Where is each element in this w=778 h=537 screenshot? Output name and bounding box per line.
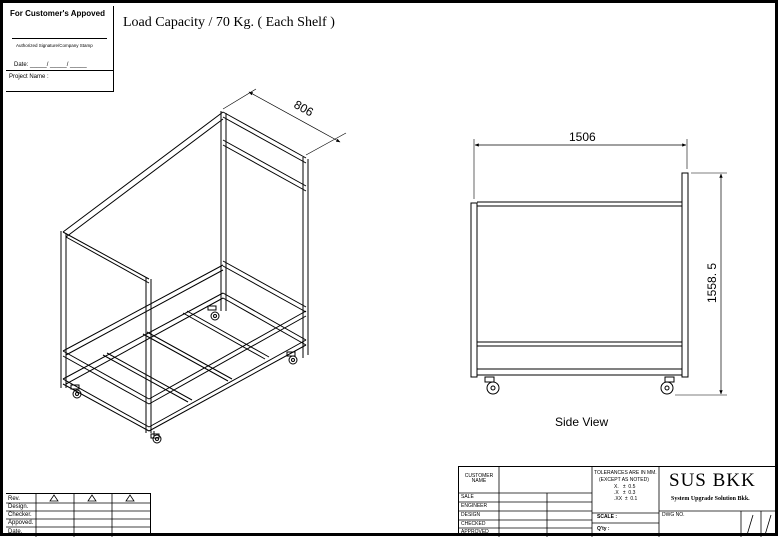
signature-label: Authorized Signature/Company Stamp (16, 43, 93, 48)
depth-dimension: 806 (292, 97, 317, 119)
side-caster-right (660, 376, 675, 395)
customer-name-label: CUSTOMER NAME (464, 473, 494, 484)
rev-row-rev: Rev. (8, 496, 20, 502)
side-view (470, 139, 727, 396)
drawing-canvas: 806 (60, 88, 727, 444)
company-subtitle: System Upgrade Solution Bkk. (671, 496, 750, 502)
role-sale: SALE (461, 494, 474, 500)
load-capacity-title: Load Capacity / 70 Kg. ( Each Shelf ) (123, 15, 335, 30)
approval-heading: For Customer's Appoved (10, 9, 105, 18)
tolerance-xx: .X ± 0.3 (614, 490, 636, 496)
isometric-view (60, 88, 347, 444)
role-approved: APPROVED (461, 529, 489, 535)
rev-row-design: Design. (8, 504, 29, 510)
tolerance-x: X. ± 0.5 (614, 484, 636, 490)
scale-label: SCALE : (597, 514, 617, 520)
rev-row-approved: Appoved. (8, 520, 34, 526)
side-view-label: Side View (555, 415, 608, 429)
revision-table: Rev. Design. Checker. Appoved. Date. (6, 493, 151, 537)
title-block: CUSTOMER NAME SALE ENGINEER DESIGN CHECK… (458, 466, 778, 537)
tolerance-heading: TOLERANCES ARE IN MM. (594, 470, 657, 476)
rev-row-checker: Checker. (8, 512, 32, 518)
side-caster-left (484, 376, 500, 395)
caster-front-left (150, 431, 162, 444)
dwg-no-label: DWG NO. (662, 512, 685, 518)
caster-front-right (286, 351, 298, 365)
width-dimension: 1506 (569, 130, 596, 144)
tolerance-sub: (EXCEPT AS NOTED) (599, 477, 649, 483)
caster-back-left (70, 384, 82, 399)
company-logo-text: SUS BKK (669, 470, 756, 491)
customer-approval-box: For Customer's Appoved Authorized Signat… (6, 6, 114, 92)
role-engineer: ENGINEER (461, 503, 488, 509)
role-design: DESIGN (461, 512, 481, 518)
tolerance-xxx: .XX ± 0.1 (614, 496, 638, 502)
date-label: Date: _____/ _____/ _____ (14, 62, 87, 68)
qty-label: Q'ty : (597, 526, 610, 532)
role-checked: CHECKED (461, 521, 486, 527)
caster-back-right (207, 305, 220, 321)
project-name-label: Project Name : (9, 74, 49, 80)
rev-row-date: Date. (8, 529, 23, 535)
height-dimension: 1558. 5 (705, 263, 719, 303)
